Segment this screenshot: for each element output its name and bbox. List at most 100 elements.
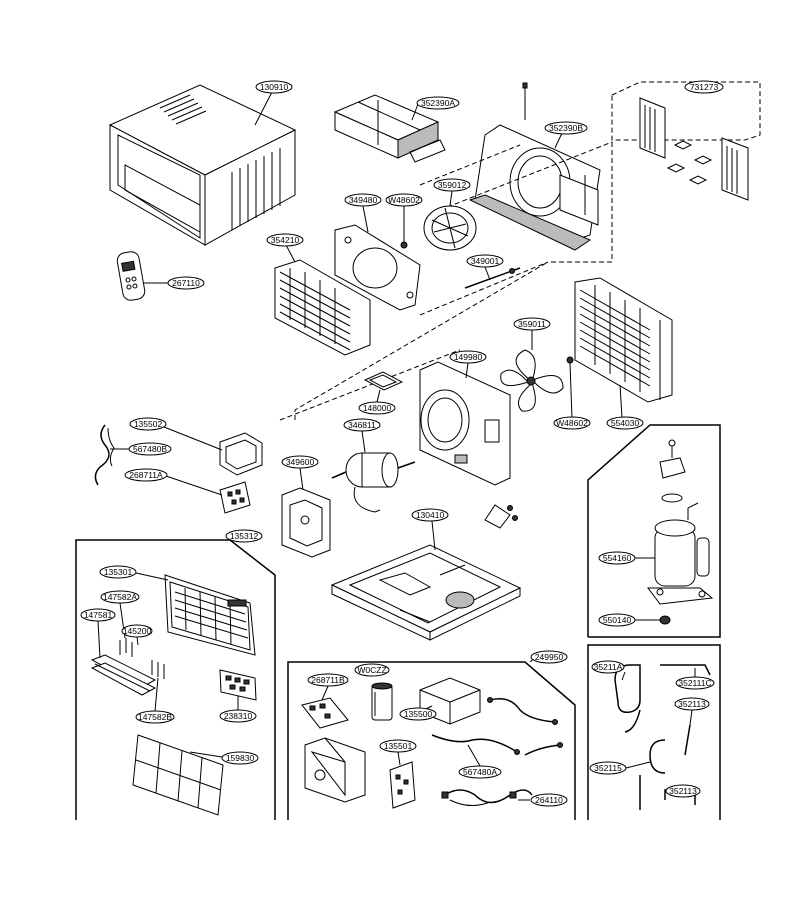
screw-pair-part [484,504,518,529]
callout-label: 147581 [84,610,113,620]
callout-135500: 135500 [399,705,437,721]
callout-label: 349600 [286,457,315,467]
callout-label: 135301 [104,567,133,577]
callout-354210: 354210 [266,233,304,263]
callout-label: 135501 [384,741,413,751]
callout-label: 35211A [594,662,623,672]
callout-label: 346811 [348,420,376,430]
callout-349001: 349001 [466,254,504,281]
callout-label: 149980 [454,352,483,362]
callout-label: W0CZZ [357,665,386,675]
callout-label: 145200 [123,626,152,636]
callout-label: 359011 [518,319,546,329]
callout-550140: 550140 [598,613,660,627]
compressor-part [647,502,714,605]
plate-part [363,371,404,391]
rod-part [464,267,521,289]
callout-135312: 135312 [225,529,263,543]
callout-label: 249950 [535,652,564,662]
pcb-b-part [301,697,349,729]
callout-135301: 135301 [99,565,169,581]
callout-label: 352113 [678,699,706,709]
callout-147582A: 147582A [100,590,140,639]
callout-label: 352390A [421,98,455,108]
callout-268711A: 268711A [124,468,223,496]
compressor-cover-part [659,439,686,503]
callout-label: 268711B [311,675,345,685]
shroud-part [468,124,601,251]
callout-554030: 554030 [606,384,644,430]
callout-label: 268711A [129,470,163,480]
air-guide-part [333,94,446,163]
control-box-part [219,432,263,476]
callout-346811: 346811 [343,418,381,453]
callout-349480: 349480 [344,193,382,233]
callout-267110: 267110 [143,276,205,290]
callout-label: 130910 [260,82,289,92]
cabinet-case-part [108,84,297,246]
callout-352390B: 352390B [544,121,588,149]
screw-part [522,82,528,120]
callout-label: 135312 [230,531,259,541]
callout-label: 359012 [438,180,467,190]
callout-268711B: 268711B [307,673,349,701]
callout-label: 352115 [594,763,622,773]
callout-130910: 130910 [254,80,293,126]
callout-349600: 349600 [281,455,319,491]
base-pan-part [330,544,522,641]
callout-label: 352113 [669,786,697,796]
callout-label: W48602 [388,195,420,205]
callout-label: 554030 [611,418,640,428]
harness-part [94,424,115,486]
evaporator-coil-part [274,259,371,356]
callout-352390A: 352390A [411,96,460,121]
remote-control-part [116,251,146,301]
display-pcb-part [219,669,257,701]
callout-159830: 159830 [189,751,259,765]
callout-label: 349480 [349,195,378,205]
capacitor-part [371,682,393,721]
callout-352115: 352115 [589,761,651,775]
louver-blade-part [119,638,165,679]
callout-148000: 148000 [358,389,396,415]
callout-label: 554160 [603,553,632,563]
fan-motor-part [331,452,416,513]
callout-264110: 264110 [518,793,568,807]
blower-wheel-part [423,205,477,251]
callout-359012: 359012 [433,178,471,207]
callout-label: 147582B [138,712,172,722]
callout-238310: 238310 [219,696,257,723]
callout-label: 354210 [271,235,300,245]
callout-label: 264110 [535,795,563,805]
callout-359011: 359011 [513,317,551,350]
callout-label: 130410 [416,510,445,520]
callout-149980: 149980 [449,350,487,379]
callout-731273: 731273 [684,80,724,94]
callout-label: 238310 [224,711,253,721]
callout-147582B: 147582B [135,677,175,724]
callout-W48602-upper: W48602 [385,193,423,249]
fan-bracket-part [334,224,421,311]
callout-label: W48602 [556,418,588,428]
callout-352113-upper: 352113 [674,697,710,726]
callout-352111C: 352111C [675,668,715,690]
air-filter-part [132,734,224,816]
louver-part [90,654,157,696]
callout-label: 567480A [463,767,497,777]
callout-label: 352390B [549,123,583,133]
callout-label: 267110 [172,278,200,288]
callout-35211A: 35211A [591,660,626,681]
callout-567480B: 567480B [110,442,172,456]
callout-135501: 135501 [379,739,417,766]
callout-label: 349001 [471,256,500,266]
callout-label: 135500 [404,709,433,719]
callout-label: 135502 [134,419,163,429]
callout-W0CZZ: W0CZZ [354,663,390,677]
callout-label: 148000 [363,403,392,413]
motor-bracket-part [281,487,331,558]
callout-567480A: 567480A [458,744,502,779]
callout-554160: 554160 [598,551,655,565]
callout-147581: 147581 [80,608,116,659]
relay-board-part [389,761,416,809]
